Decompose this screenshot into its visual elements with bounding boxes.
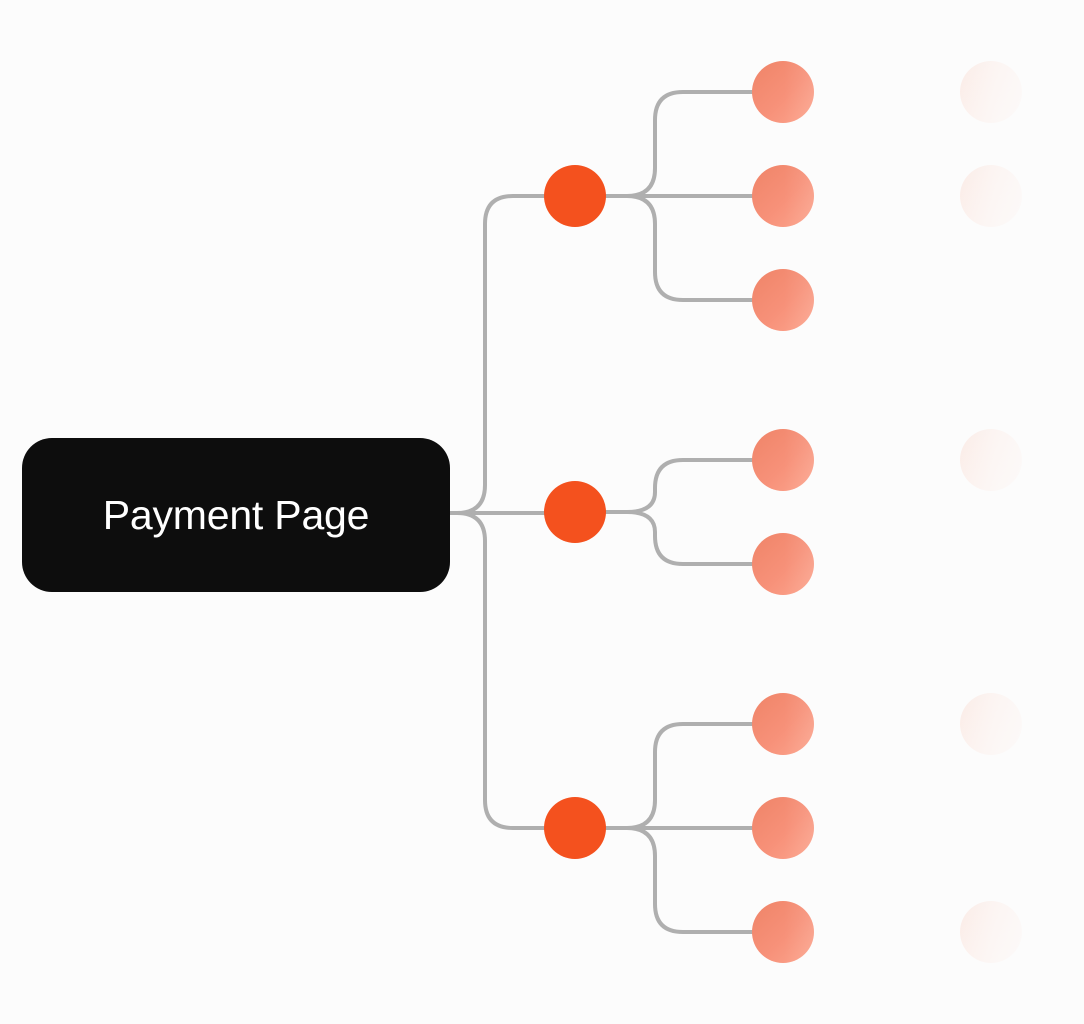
level1-node-branch-2[interactable] [544, 481, 606, 543]
level2-node-b1-c1[interactable] [752, 61, 814, 123]
level2-node-b2-c2[interactable] [752, 533, 814, 595]
level2-node-b3-c3[interactable] [752, 901, 814, 963]
level2-node-b1-c3[interactable] [752, 269, 814, 331]
level2-node-b2-c1[interactable] [752, 429, 814, 491]
level2-nodes [752, 61, 814, 963]
connector-b2-c2 [600, 510, 757, 566]
connector-b3-c1 [600, 722, 757, 830]
connector-b3-c3 [600, 826, 757, 934]
level3-node-b1-c1[interactable] [960, 61, 1022, 123]
level2-node-b1-c2[interactable] [752, 165, 814, 227]
branch-3-child-connectors [600, 722, 757, 934]
branch-2-child-connectors [600, 458, 757, 566]
level3-node-b3-c3[interactable] [960, 901, 1022, 963]
branch-1-child-connectors [600, 90, 757, 302]
level2-to-level3-connectors [811, 90, 1084, 934]
level3-node-b2-c1[interactable] [960, 429, 1022, 491]
connector-root-branch-3 [448, 511, 551, 830]
level2-node-b3-c2[interactable] [752, 797, 814, 859]
connector-root-branch-1 [448, 194, 551, 515]
root-node-label: Payment Page [102, 491, 370, 538]
root-node-payment-page[interactable]: Payment Page [22, 438, 450, 592]
level1-nodes [544, 165, 606, 859]
level1-node-branch-3[interactable] [544, 797, 606, 859]
level1-node-branch-1[interactable] [544, 165, 606, 227]
level3-node-b3-c1[interactable] [960, 693, 1022, 755]
root-to-branch-connectors [448, 194, 551, 830]
level3-node-b1-c2[interactable] [960, 165, 1022, 227]
level2-node-b3-c1[interactable] [752, 693, 814, 755]
connector-b1-c1 [600, 90, 757, 198]
connector-b2-c1 [600, 458, 757, 514]
connector-b1-c3 [600, 194, 757, 302]
